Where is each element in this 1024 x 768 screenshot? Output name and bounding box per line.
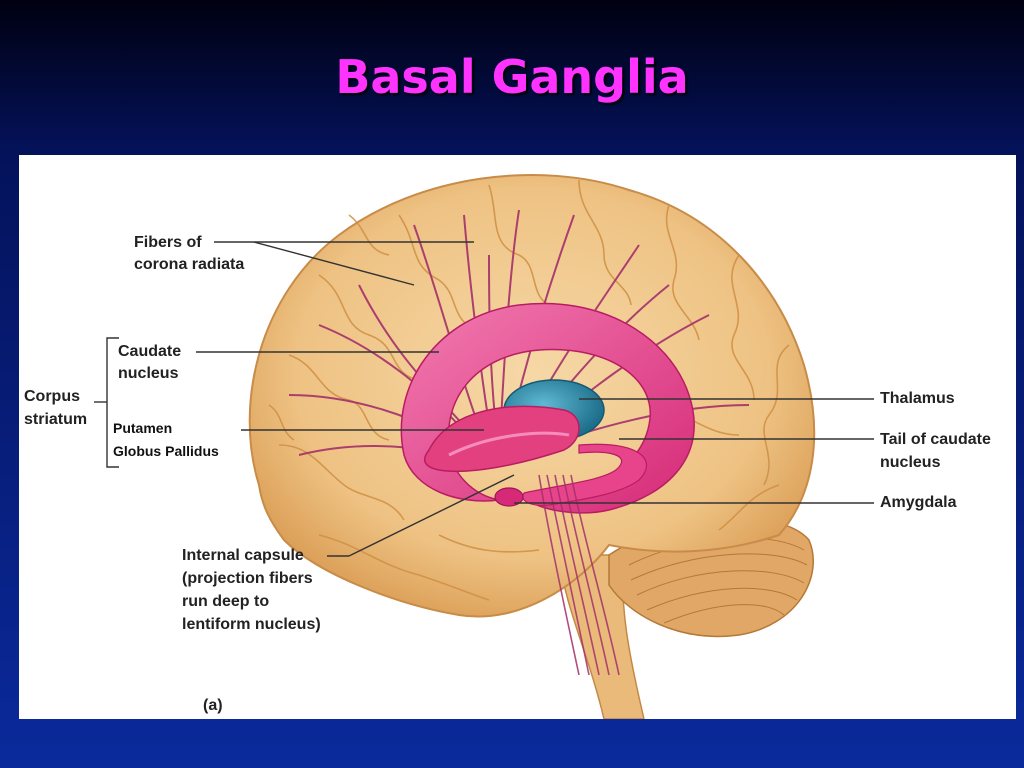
panel-letter: (a): [203, 697, 223, 714]
label-corpus-striatum-line2: striatum: [24, 411, 88, 428]
label-corpus-striatum-line1: Corpus: [24, 388, 80, 405]
label-corona-radiata-line2: corona radiata: [134, 256, 245, 273]
label-caudate-line1: Caudate: [118, 343, 182, 360]
label-putamen: Putamen: [113, 420, 173, 436]
label-corona-radiata-line1: Fibers of: [134, 234, 202, 251]
label-tail-caudate-line1: Tail of caudate: [880, 431, 991, 448]
amygdala: [494, 487, 524, 507]
brain-illustration: [94, 174, 874, 719]
label-caudate-line2: nucleus: [118, 365, 179, 382]
internal-capsule-fibers: [538, 474, 620, 676]
slide-title: Basal Ganglia: [335, 50, 689, 104]
label-amygdala: Amygdala: [880, 494, 957, 511]
label-internal-capsule-line3: run deep to: [182, 593, 270, 610]
label-tail-caudate-line2: nucleus: [880, 454, 941, 471]
figure-panel: Fibers of corona radiata Caudate nucleus…: [19, 155, 1016, 719]
leader-lines: [94, 241, 874, 557]
label-internal-capsule-line1: Internal capsule: [182, 547, 304, 564]
label-thalamus: Thalamus: [880, 390, 955, 407]
label-globus-pallidus: Globus Pallidus: [113, 443, 219, 459]
label-internal-capsule-line2: (projection fibers: [182, 570, 313, 587]
label-internal-capsule-line4: lentiform nucleus): [182, 616, 321, 633]
